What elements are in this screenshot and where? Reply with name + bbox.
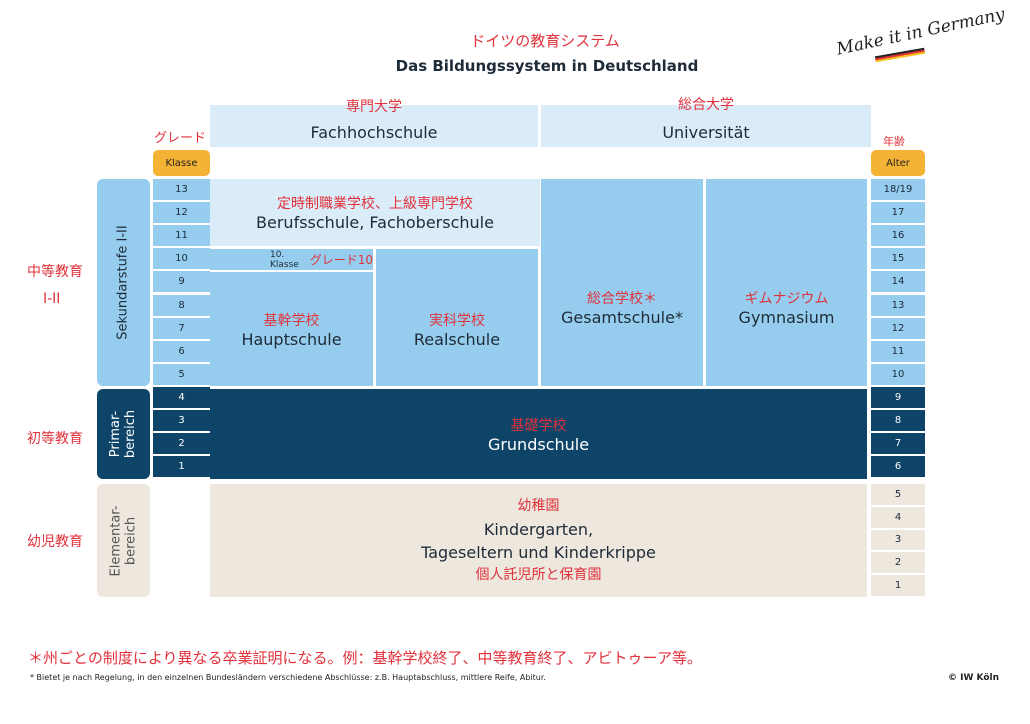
berufsschule-box: 定時制職業学校、上級専門学校 Berufsschule, Fachobersch… bbox=[210, 179, 540, 246]
age-cell: 4 bbox=[871, 506, 925, 528]
primarbereich-label: Primar- bereich bbox=[97, 389, 150, 479]
gesamt-jp: 総合学校＊ bbox=[587, 291, 657, 307]
grade-jp: グレード bbox=[154, 131, 207, 146]
gesamt-de: Gesamtschule* bbox=[561, 308, 683, 327]
footnote-de: * Bietet je nach Regelung, in den einzel… bbox=[30, 673, 546, 682]
hauptschule-box: 基幹学校 Hauptschule bbox=[210, 272, 373, 386]
real-jp: 実科学校 bbox=[429, 312, 485, 329]
age-jp: 年齢 bbox=[883, 135, 905, 148]
age-cell: 9 bbox=[871, 386, 925, 408]
grade-cell: 10 bbox=[153, 248, 210, 270]
copyright: © IW Köln bbox=[948, 673, 1000, 683]
grade-cell: 6 bbox=[153, 340, 210, 362]
age-cell: 12 bbox=[871, 317, 925, 339]
gym-de: Gymnasium bbox=[738, 308, 835, 327]
grund-jp: 基礎学校 bbox=[510, 417, 567, 434]
grade-cell: 5 bbox=[153, 363, 210, 385]
age-cell: 7 bbox=[871, 433, 925, 455]
age-cell: 1 bbox=[871, 575, 925, 596]
age-cell: 14 bbox=[871, 271, 925, 293]
gym-jp: ギムナジウム bbox=[744, 291, 829, 307]
klasse10-de: 10. Klasse bbox=[270, 249, 299, 270]
kinder-de2: Tageseltern und Kinderkrippe bbox=[421, 542, 656, 562]
grade-cell: 2 bbox=[153, 433, 210, 455]
age-cell: 17 bbox=[871, 202, 925, 224]
gymnasium-box: ギムナジウム Gymnasium bbox=[706, 179, 867, 386]
age-cell: 11 bbox=[871, 340, 925, 362]
sekundarstufe-label: Sekundarstufe I-II bbox=[97, 179, 150, 386]
grade-cell: 4 bbox=[153, 386, 210, 408]
grund-de: Grundschule bbox=[487, 434, 590, 454]
kindergarten-box: 幼稚園 Kindergarten, Tageseltern und Kinder… bbox=[210, 484, 867, 597]
haupt-de: Hauptschule bbox=[241, 329, 342, 349]
grundschule-box: 基礎学校 Grundschule bbox=[210, 389, 867, 479]
title-de: Das Bildungssystem in Deutschland bbox=[395, 57, 699, 75]
grade-cell: 1 bbox=[153, 456, 210, 478]
grade-cell: 12 bbox=[153, 202, 210, 224]
beruf-de: Berufsschule, Fachoberschule bbox=[256, 213, 494, 232]
universitaet-box: 総合大学 Universität bbox=[541, 97, 871, 147]
prim-jp: 初等教育 bbox=[27, 431, 83, 447]
age-cell: 16 bbox=[871, 225, 925, 247]
grade-cell: 3 bbox=[153, 410, 210, 432]
grade-cell: 9 bbox=[153, 271, 210, 293]
sek-jp2: I-II bbox=[43, 291, 61, 307]
kinder-de1: Kindergarten, bbox=[483, 519, 594, 539]
gesamtschule-box: 総合学校＊ Gesamtschule* bbox=[541, 179, 703, 386]
age-cell: 3 bbox=[871, 529, 925, 551]
age-cell: 15 bbox=[871, 248, 925, 270]
beruf-jp: 定時制職業学校、上級専門学校 bbox=[277, 196, 473, 212]
uni-jp: 総合大学 bbox=[678, 97, 734, 113]
prim-de: Primar- bereich bbox=[108, 409, 139, 459]
age-cell: 2 bbox=[871, 552, 925, 574]
grade-cell: 13 bbox=[153, 179, 210, 201]
grade-cell: 11 bbox=[153, 225, 210, 247]
kinder-jp: 幼稚園 bbox=[517, 497, 560, 514]
footnote-jp: ＊州ごとの制度により異なる卒業証明になる。例：基幹学校終了、中等教育終了、アビト… bbox=[28, 649, 702, 667]
fachhochschule-box: 専門大学 Fachhochschule bbox=[210, 99, 538, 147]
elementarbereich-label: Elementar- bereich bbox=[97, 484, 150, 597]
sek-de: Sekundarstufe I-II bbox=[116, 225, 131, 340]
fh-jp: 専門大学 bbox=[346, 99, 402, 115]
grade-cell: 8 bbox=[153, 294, 210, 316]
grade-cell: 7 bbox=[153, 317, 210, 339]
age-cell: 8 bbox=[871, 410, 925, 432]
alter-badge: Alter bbox=[871, 150, 925, 176]
haupt-jp: 基幹学校 bbox=[263, 312, 320, 329]
age-cell: 13 bbox=[871, 294, 925, 316]
realschule-top bbox=[376, 249, 538, 273]
age-cell: 18/19 bbox=[871, 179, 925, 201]
klasse10-jp: グレード10 bbox=[309, 253, 373, 267]
sek-jp: 中等教育 bbox=[27, 264, 83, 280]
kinder-jp2: 個人託児所と保育園 bbox=[475, 566, 602, 583]
age-cell: 6 bbox=[871, 456, 925, 478]
klasse10-box: 10. Klasse グレード10 bbox=[210, 249, 373, 270]
age-cell: 5 bbox=[871, 484, 925, 505]
age-cell: 10 bbox=[871, 363, 925, 385]
realschule-box: 実科学校 Realschule bbox=[376, 272, 538, 386]
uni-de: Universität bbox=[662, 122, 750, 142]
elem-de: Elementar- bereich bbox=[108, 505, 139, 576]
fh-de: Fachhochschule bbox=[310, 122, 438, 142]
klasse-badge: Klasse bbox=[153, 150, 210, 176]
title-jp: ドイツの教育システム bbox=[470, 32, 620, 50]
real-de: Realschule bbox=[413, 329, 501, 349]
elem-jp: 幼児教育 bbox=[27, 534, 83, 550]
